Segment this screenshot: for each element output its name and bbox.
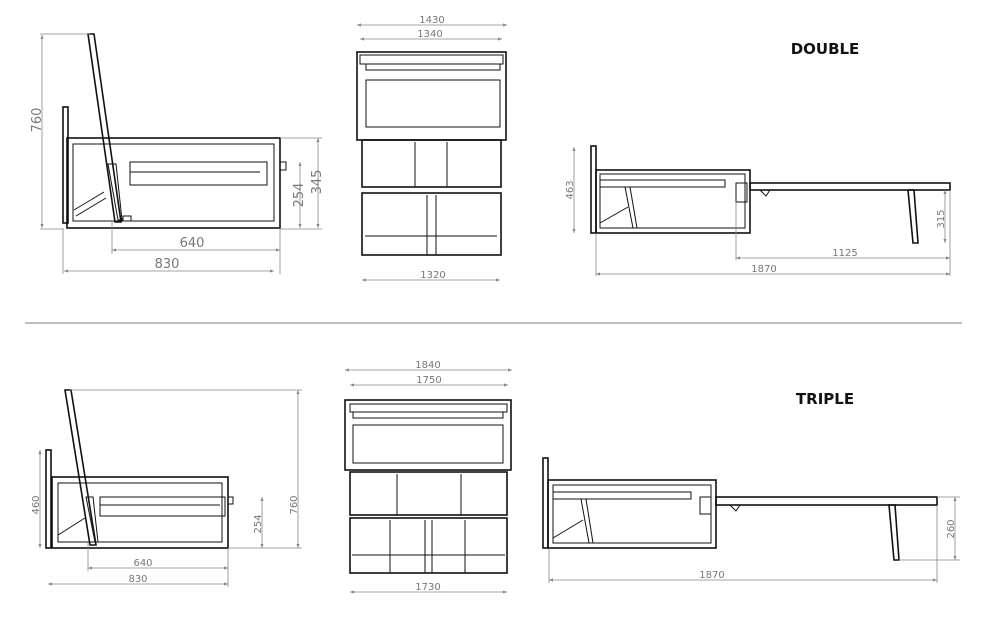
svg-text:1320: 1320 [420, 270, 445, 281]
double-side-view: 760 254 345 640 830 [30, 33, 325, 274]
double-top-view: 1430 1340 1320 [356, 15, 507, 282]
svg-text:1870: 1870 [699, 570, 724, 581]
svg-text:830: 830 [128, 574, 147, 585]
svg-text:345: 345 [310, 170, 325, 195]
svg-text:830: 830 [155, 257, 180, 272]
svg-text:760: 760 [30, 108, 45, 133]
svg-text:463: 463 [565, 180, 576, 199]
svg-text:1840: 1840 [415, 360, 440, 371]
svg-text:315: 315 [936, 209, 947, 228]
triple-open-view: 260 1870 [542, 457, 960, 583]
svg-text:640: 640 [180, 236, 205, 251]
svg-text:460: 460 [31, 495, 42, 514]
svg-text:1750: 1750 [416, 375, 441, 386]
triple-side-view: 460 254 760 640 830 [31, 389, 302, 587]
svg-text:640: 640 [133, 558, 152, 569]
svg-text:1125: 1125 [832, 248, 857, 259]
triple-title: TRIPLE [796, 390, 854, 408]
svg-text:260: 260 [946, 519, 957, 538]
double-open-view: 463 315 1125 1870 [565, 145, 951, 276]
svg-text:1430: 1430 [419, 15, 444, 26]
double-title: DOUBLE [791, 40, 860, 58]
svg-text:1340: 1340 [417, 29, 442, 40]
svg-text:760: 760 [289, 495, 300, 514]
triple-top-view: 1840 1750 1730 [344, 360, 512, 594]
svg-text:1870: 1870 [751, 264, 776, 275]
svg-text:254: 254 [253, 514, 264, 533]
svg-text:254: 254 [292, 183, 307, 208]
svg-text:1730: 1730 [415, 582, 440, 593]
